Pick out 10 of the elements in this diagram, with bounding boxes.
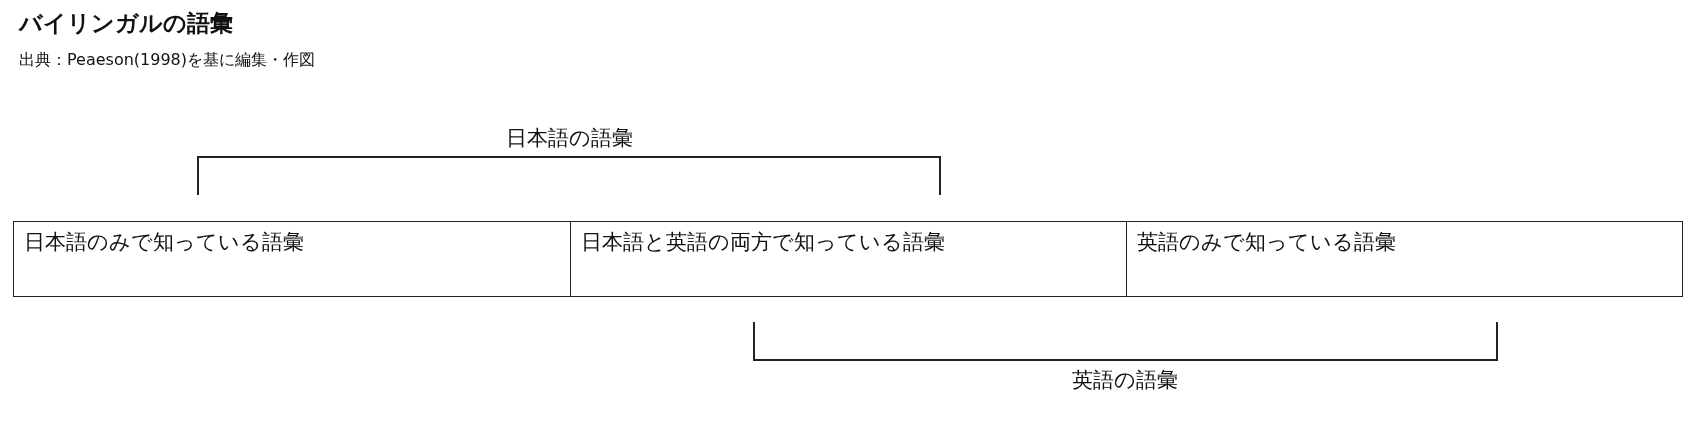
title: バイリンガルの語彙 bbox=[19, 9, 233, 38]
vocabulary-box bbox=[570, 221, 1127, 297]
vocabulary-box bbox=[1126, 221, 1683, 297]
bracket-label: 日本語の語彙 bbox=[505, 125, 633, 152]
box-label: 英語のみで知っている語彙 bbox=[1137, 229, 1396, 256]
box-label: 日本語と英語の両方で知っている語彙 bbox=[581, 229, 945, 256]
box-label: 日本語のみで知っている語彙 bbox=[24, 229, 304, 256]
vocabulary-box bbox=[13, 221, 571, 297]
bracket-label: 英語の語彙 bbox=[1072, 367, 1178, 394]
source-note: 出典：Peaeson(1998)を基に編集・作図 bbox=[19, 50, 316, 71]
